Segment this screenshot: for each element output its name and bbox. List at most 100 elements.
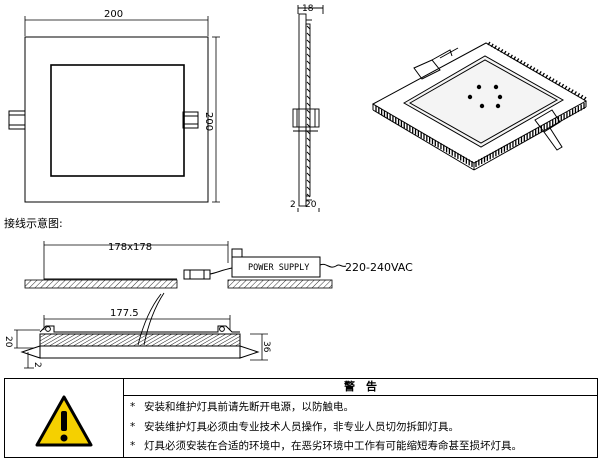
- iso-fin: [519, 59, 523, 64]
- iso-fin: [573, 91, 577, 95]
- side-spring-clip: [292, 108, 320, 128]
- front-width-label: 200: [104, 9, 123, 20]
- cutout-dimension-label: 178x178: [108, 242, 152, 253]
- side-fin-tick: [306, 95, 311, 100]
- ceiling-right: [227, 279, 333, 289]
- side-fin-tick: [306, 158, 311, 163]
- iso-fin: [570, 89, 574, 94]
- iso-fin: [580, 94, 584, 99]
- side-fin-tick: [306, 53, 311, 58]
- warning-list: * 安装和维护灯具前请先断开电源，以防触电。 * 安装维护灯具必须由专业技术人员操作…: [124, 396, 597, 457]
- side-fin-tick: [306, 25, 311, 30]
- side-fin-tick: [306, 130, 311, 135]
- iso-fin: [513, 56, 517, 61]
- wiring-schematic: [24, 241, 347, 346]
- side-view-ticks: [306, 25, 311, 198]
- iso-fin: [545, 74, 549, 79]
- iso-fin: [529, 65, 533, 70]
- power-supply-label: POWER SUPPLY: [248, 263, 309, 273]
- right-spring-clip: [182, 111, 199, 129]
- side-fin-tick: [306, 39, 311, 44]
- cross-section: [14, 315, 268, 369]
- side-fin-tick: [306, 151, 311, 156]
- side-fin-tick: [306, 123, 311, 128]
- warning-title: 警 告: [124, 379, 597, 396]
- iso-fin: [567, 87, 571, 92]
- warning-triangle-icon: [35, 395, 93, 447]
- iso-fin: [538, 70, 542, 75]
- panel-outer-frame: [24, 36, 209, 203]
- ceiling-left: [24, 279, 178, 289]
- iso-fin: [497, 47, 501, 51]
- side-fin-tick: [306, 172, 311, 177]
- iso-spring-clips: [413, 47, 563, 151]
- warning-icon-cell: [5, 379, 124, 457]
- side-fin-tick: [306, 193, 311, 198]
- iso-heatsink-fins: [375, 41, 587, 167]
- side-fin-tick: [306, 81, 311, 86]
- warning-item: * 安装和维护灯具前请先断开电源，以防触电。: [130, 398, 597, 418]
- connector: [183, 269, 211, 280]
- side-fin-tick: [306, 88, 311, 93]
- side-fin-tick: [306, 67, 311, 72]
- iso-fin: [561, 83, 565, 88]
- bottom-thickness-label: 2: [32, 362, 42, 368]
- warning-item: * 灯具必须安装在合适的环境中，在恶劣环境中工作有可能缩短寿命甚至损坏灯具。: [130, 437, 597, 457]
- warning-item-text: 安装和维护灯具前请先断开电源，以防触电。: [144, 401, 354, 413]
- side-fin-tick: [306, 32, 311, 37]
- iso-fin: [577, 92, 581, 97]
- side-fin-tick: [306, 165, 311, 170]
- iso-fin: [487, 41, 491, 46]
- iso-fin: [548, 76, 552, 81]
- wiring-section-label: 接线示意图:: [4, 217, 63, 230]
- side-fin-tick: [306, 186, 311, 191]
- warning-item-text: 安装维护灯具必须由专业技术人员操作，非专业人员切勿拆卸灯具。: [144, 420, 459, 433]
- iso-fin: [490, 43, 494, 48]
- side-fin-tick: [306, 179, 311, 184]
- side-fin-tick: [306, 109, 311, 114]
- power-supply-box: [231, 256, 321, 278]
- spec-drawing: 200 200 18 2 20: [3, 4, 588, 369]
- bullet: *: [130, 401, 136, 413]
- iso-fin: [503, 50, 507, 55]
- side-fin-tick: [306, 144, 311, 149]
- iso-fin: [500, 48, 504, 53]
- iso-fin: [554, 80, 558, 84]
- side-fin-tick: [306, 102, 311, 107]
- panel-width-label: 177.5: [110, 308, 139, 319]
- bullet: *: [130, 440, 136, 452]
- panel-body: [39, 333, 241, 347]
- iso-screw-holes: [467, 84, 503, 109]
- side-top-label: 18: [302, 4, 314, 14]
- iso-fin: [493, 45, 497, 50]
- side-fin-tick: [306, 137, 311, 142]
- panel-light-area: [50, 64, 185, 177]
- iso-fin: [541, 72, 545, 77]
- iso-fin: [516, 58, 520, 62]
- side-fin-tick: [306, 60, 311, 65]
- left-spring-clip: [8, 110, 26, 130]
- iso-lens-area: [402, 55, 565, 148]
- side-view: [292, 5, 324, 212]
- side-fin-tick: [306, 116, 311, 121]
- left-height-label: 20: [3, 336, 13, 348]
- input-voltage-label: 220-240VAC: [345, 261, 413, 274]
- isometric-view: [371, 42, 588, 171]
- iso-fin: [522, 61, 526, 66]
- iso-fin: [551, 78, 555, 83]
- iso-fin: [564, 85, 568, 90]
- iso-fin: [583, 96, 587, 101]
- iso-fin: [532, 67, 536, 72]
- iso-fin: [509, 54, 513, 59]
- iso-fin: [557, 81, 561, 86]
- side-fin-tick: [306, 46, 311, 51]
- front-view: [8, 16, 220, 203]
- warning-item: * 安装维护灯具必须由专业技术人员操作，非专业人员切勿拆卸灯具。: [130, 418, 597, 438]
- right-height-label: 36: [261, 341, 271, 353]
- iso-fin: [535, 69, 539, 73]
- iso-fin: [525, 63, 529, 68]
- warning-content: 警 告 * 安装和维护灯具前请先断开电源，以防触电。 * 安装维护灯具必须由专业技术…: [124, 379, 597, 457]
- bullet: *: [130, 420, 136, 433]
- panel-top-body: [39, 325, 240, 333]
- warning-item-text: 灯具必须安装在合适的环境中，在恶劣环境中工作有可能缩短寿命甚至损坏灯具。: [144, 440, 522, 452]
